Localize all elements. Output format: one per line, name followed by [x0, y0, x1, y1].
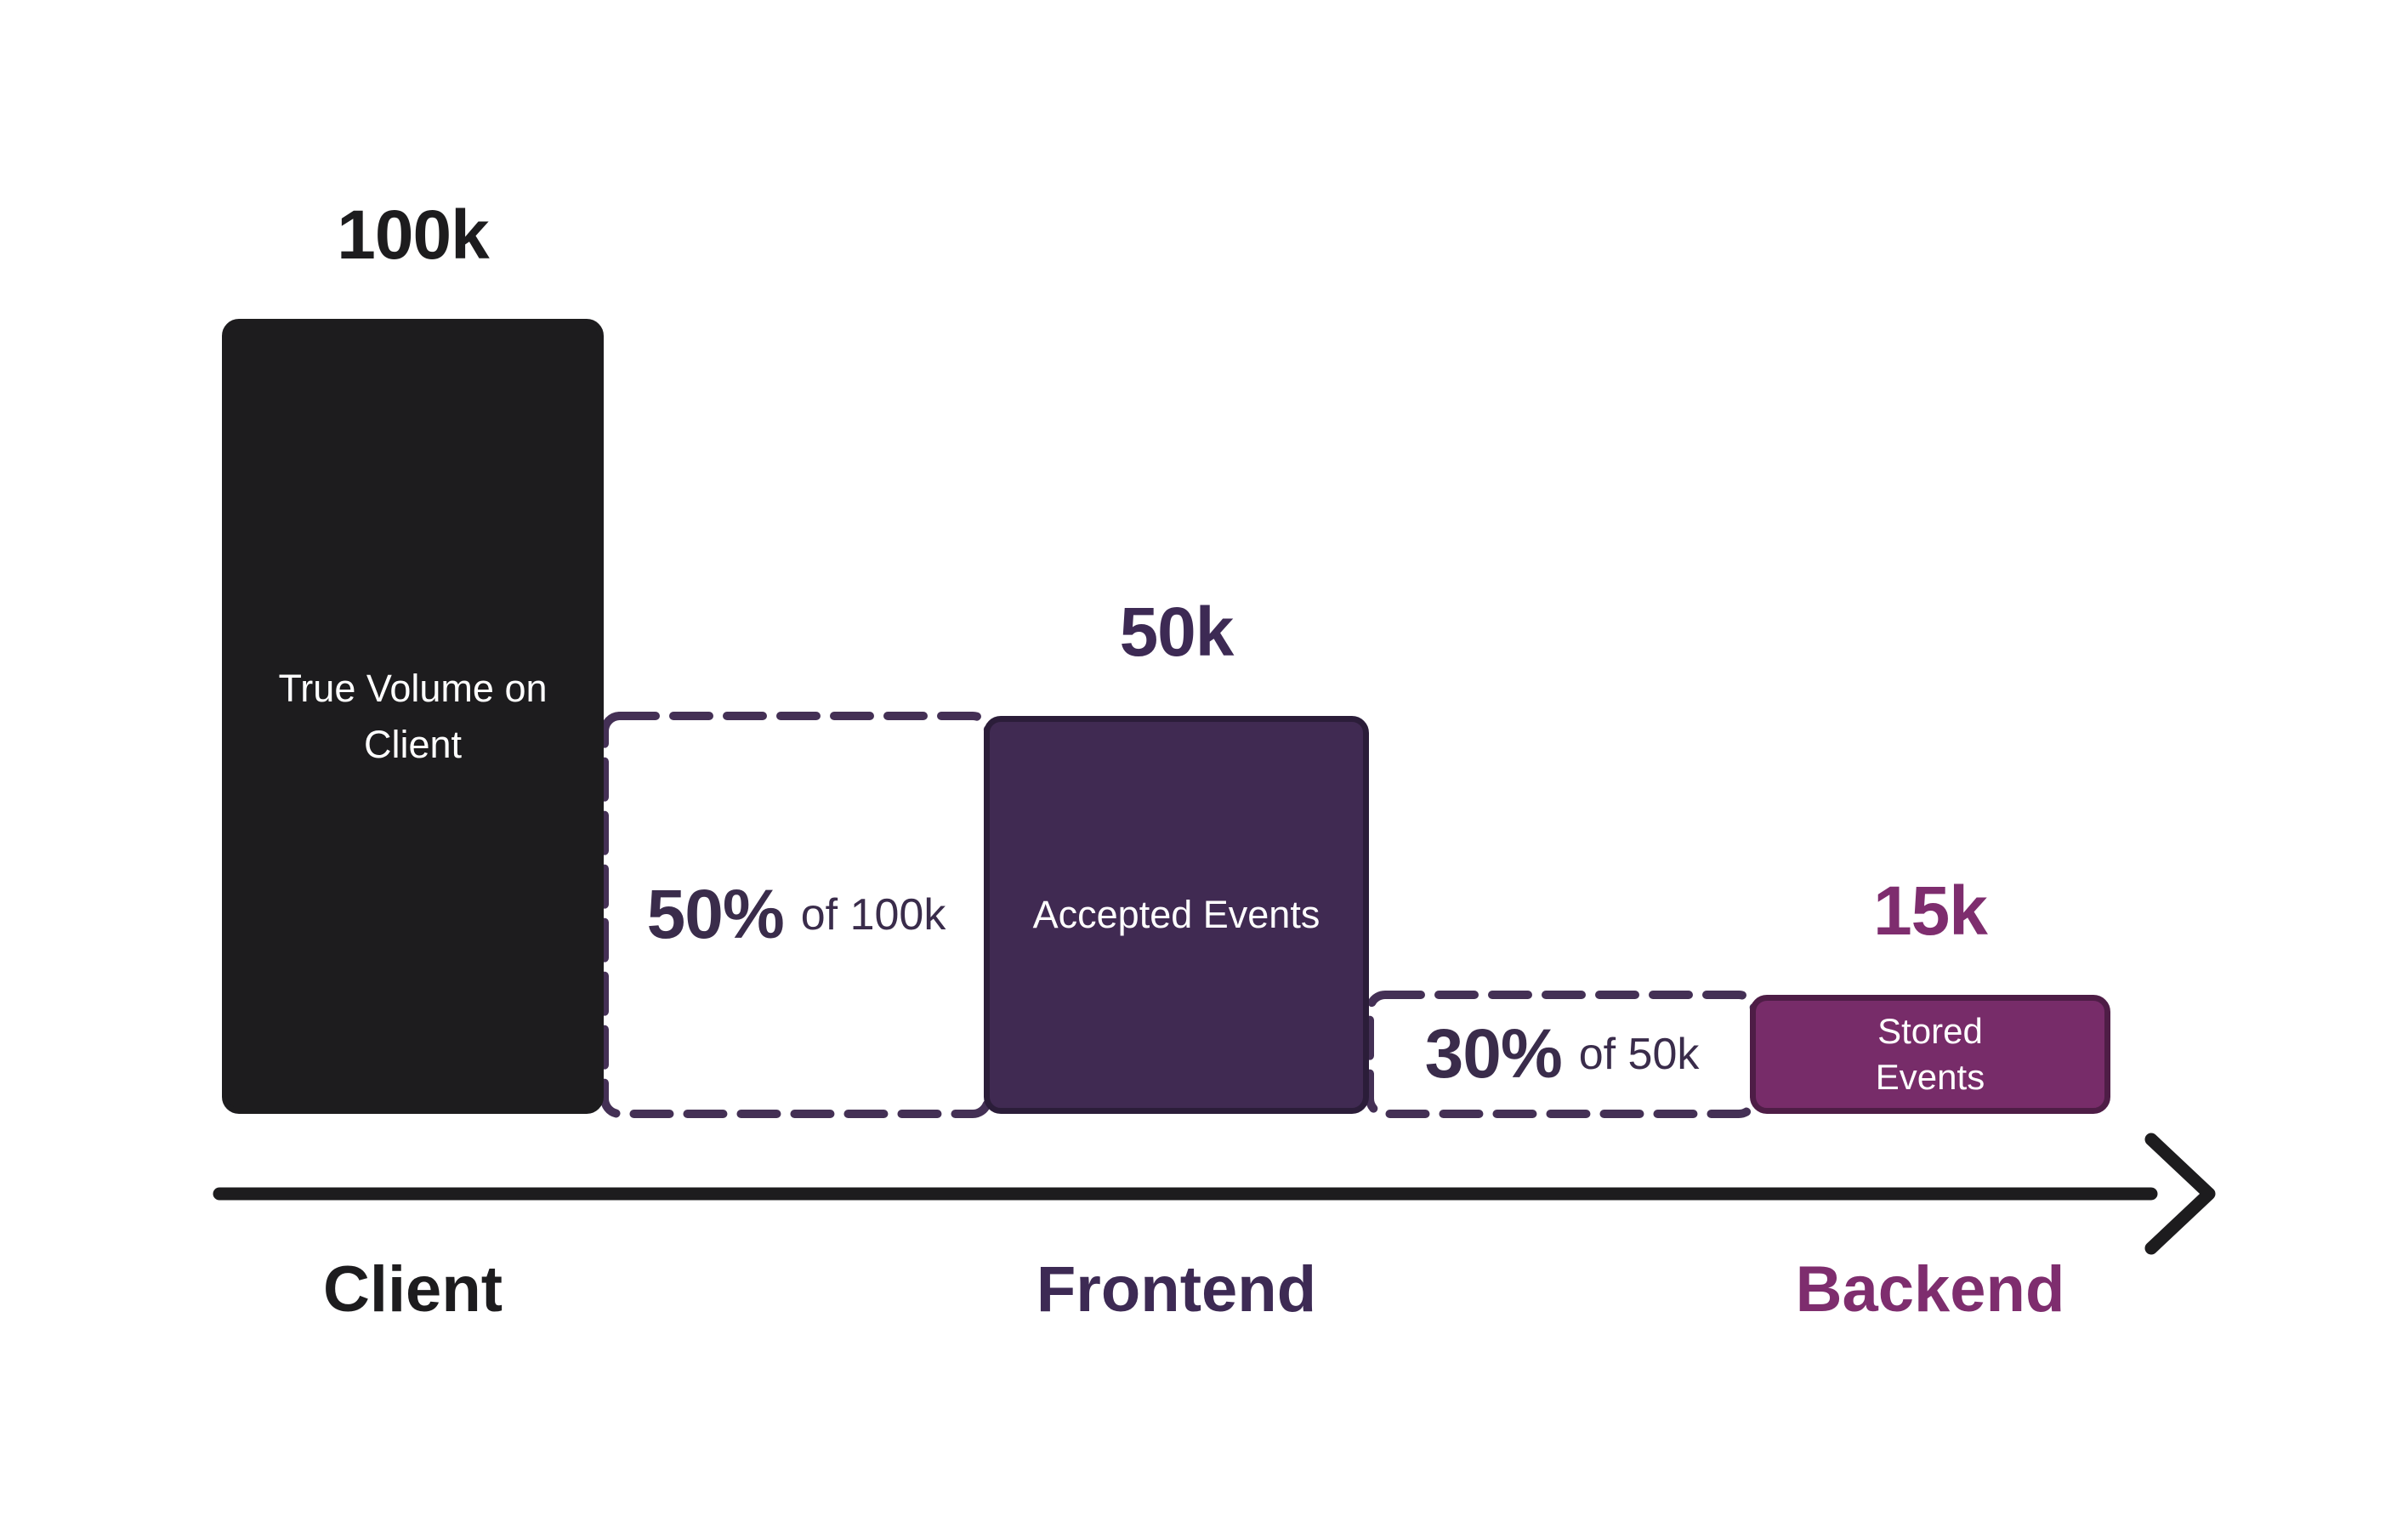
- value-label-client: 100k: [337, 196, 489, 274]
- retention-label-backend: 30% of 50k: [1366, 995, 1758, 1114]
- value-label-backend: 15k: [1873, 872, 1988, 950]
- axis-label-backend: Backend: [1795, 1253, 2065, 1326]
- retention-pct-of: of 100k: [800, 890, 946, 940]
- retention-box-backend: [1366, 991, 1758, 1118]
- bar-label-backend: Stored Events: [1875, 1011, 1985, 1097]
- retention-label-frontend: 50% of 100k: [600, 716, 992, 1114]
- axis-label-client: Client: [322, 1253, 503, 1326]
- retention-pct-value: 30%: [1424, 1015, 1563, 1093]
- bar-label-client: True Volume on Client: [278, 666, 548, 766]
- flow-arrow-icon: [213, 1133, 2216, 1255]
- bar-label-frontend: Accepted Events: [1032, 893, 1320, 936]
- bar-backend: Stored Events: [1750, 995, 2110, 1114]
- value-label-frontend: 50k: [1119, 593, 1235, 671]
- retention-pct-of: of 50k: [1578, 1030, 1700, 1079]
- axis-label-frontend: Frontend: [1036, 1253, 1317, 1326]
- retention-pct-value: 50%: [646, 876, 785, 953]
- bar-frontend: Accepted Events: [984, 716, 1369, 1114]
- bar-client: True Volume on Client: [222, 319, 604, 1114]
